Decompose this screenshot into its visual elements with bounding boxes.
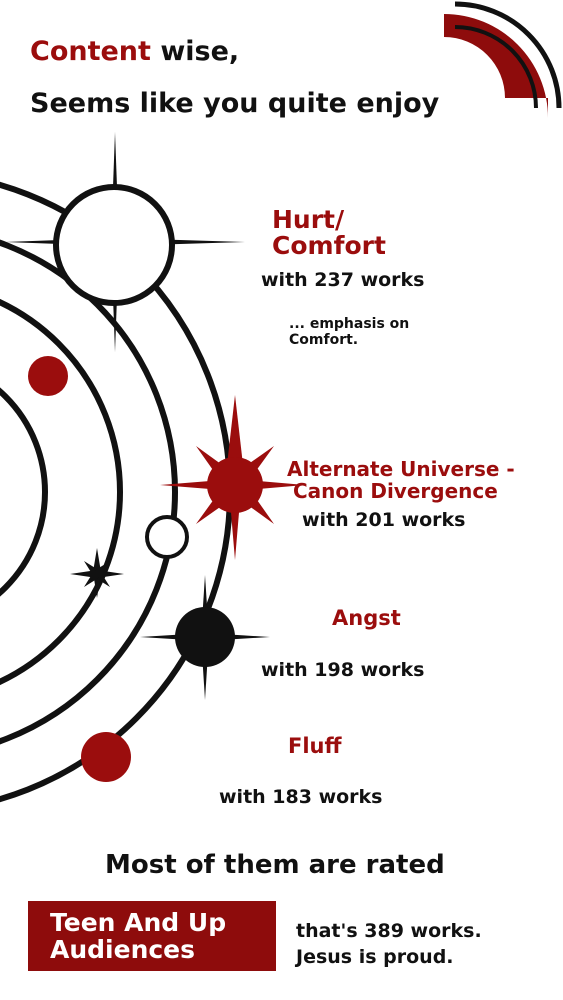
rating-badge-line-2: Audiences bbox=[50, 935, 196, 964]
white-planet-star-icon bbox=[5, 132, 245, 352]
rating-detail-line-1: that's 389 works. bbox=[296, 920, 482, 942]
category-fluff: Fluff bbox=[288, 734, 342, 758]
rating-detail-line-2: Jesus is proud. bbox=[296, 946, 454, 968]
category-name-line-2: Comfort bbox=[272, 231, 386, 260]
header-line-1-rest: wise, bbox=[150, 36, 240, 67]
category-note-line-1: ... emphasis on bbox=[289, 316, 410, 332]
category-hurt-comfort: Hurt/ Comfort bbox=[272, 207, 386, 259]
header-line-1: Content wise, bbox=[30, 34, 239, 70]
category-note: ... emphasis on Comfort. bbox=[289, 316, 409, 348]
category-count: with 237 works bbox=[261, 269, 425, 291]
orbit-ring-inner bbox=[0, 299, 123, 685]
header-line-2: Seems like you quite enjoy bbox=[30, 88, 440, 119]
category-count: with 198 works bbox=[261, 659, 425, 681]
category-name-line-1: Hurt/ bbox=[272, 205, 345, 234]
category-alternate-universe: Alternate Universe - Canon Divergence bbox=[287, 458, 515, 502]
rating-heading: Most of them are rated bbox=[105, 850, 445, 880]
rating-detail: that's 389 works. Jesus is proud. bbox=[296, 918, 482, 970]
corner-arc-decoration bbox=[444, 1, 562, 118]
category-name-line-1: Alternate Universe - bbox=[287, 457, 515, 481]
red-planet-small-icon bbox=[28, 356, 68, 396]
orbit-ring-middle bbox=[0, 239, 178, 745]
ring-planet-icon bbox=[145, 515, 189, 559]
black-star-small-icon bbox=[70, 548, 124, 598]
category-count: with 201 works bbox=[302, 509, 466, 531]
rating-badge: Teen And Up Audiences bbox=[28, 901, 276, 971]
red-starburst-icon bbox=[160, 395, 305, 560]
red-planet-large-icon bbox=[81, 732, 131, 782]
header-highlight: Content bbox=[30, 36, 151, 67]
rating-badge-text: Teen And Up Audiences bbox=[50, 909, 226, 963]
rating-badge-line-1: Teen And Up bbox=[50, 908, 227, 937]
category-note-line-2: Comfort. bbox=[289, 332, 359, 348]
orbit-ring-core bbox=[0, 387, 48, 597]
category-count: with 183 works bbox=[219, 786, 383, 808]
black-planet-star-icon bbox=[140, 575, 270, 700]
category-angst: Angst bbox=[332, 606, 401, 630]
category-name-line-2: Canon Divergence bbox=[293, 479, 498, 503]
